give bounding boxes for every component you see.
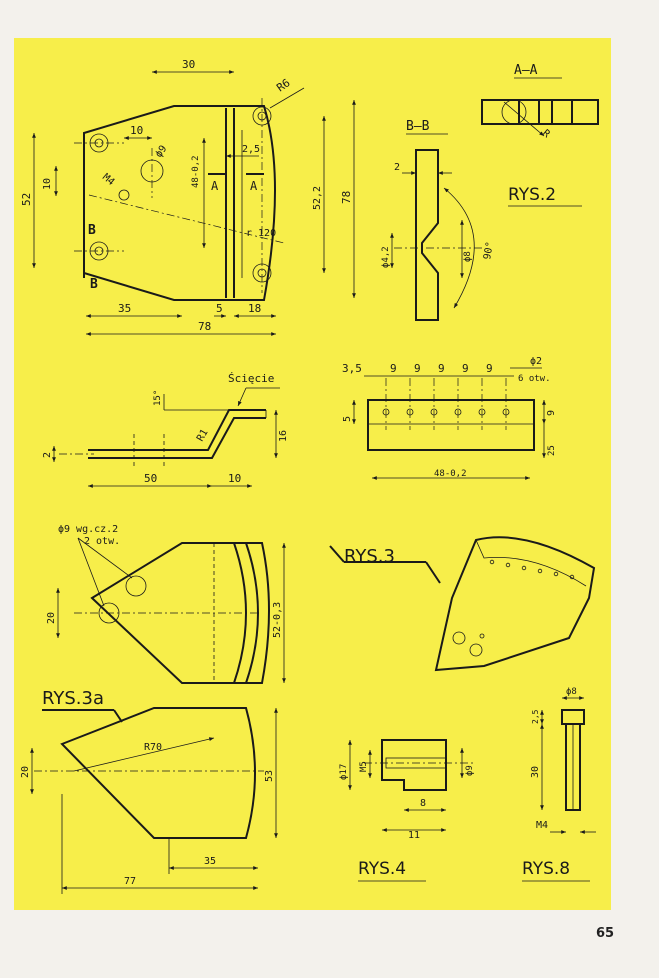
section-aa-view [481,77,599,137]
rys3a-view [30,707,278,894]
dim-2-5-rys8: 2,5 [531,709,540,724]
dim-10: 10 [130,124,143,137]
dim-pitch-5: 9 [486,362,493,375]
section-bb-title: B–B [406,119,430,134]
dim-15-deg: 15° [153,390,163,406]
dim-r: R [540,128,552,141]
dim-pitch-1: 9 [390,362,397,375]
dim-20-plan: 20 [46,612,57,624]
dim-52: 52 [20,193,33,206]
dim-16: 16 [278,430,289,442]
note-6-holes: 6 otw. [518,374,551,384]
section-aa-title: A–A [514,63,538,78]
rys2-label: RYS.2 [508,185,556,205]
dim-phi9-rys4: ϕ9 [465,765,475,776]
dim-r70: R70 [144,742,162,753]
dim-48: 48-0,2 [191,155,201,188]
iso-hole-5 [553,571,559,577]
iso-hole-3 [521,565,527,571]
dim-77: 77 [124,876,136,887]
rys2-plate-view [32,70,356,336]
dim-5-holes: 5 [342,416,353,422]
dim-25-holes: 25 [547,445,557,456]
dim-pitch-3: 9 [438,362,445,375]
rys4-view [348,739,474,832]
dim-8-rys4: 8 [420,798,426,809]
section-bb-view [390,133,484,321]
rys3-holes-view [352,367,546,480]
dim-10-bend: 10 [228,472,241,485]
label-sciecie: Ścięcie [228,372,274,385]
iso-hole-1 [489,559,495,565]
dim-m4-rys8: M4 [536,820,548,831]
dim-10-vertical: 10 [42,178,53,190]
technical-drawing: 30 R6 10 ϕ9 2,5 48-0,2 M4 10 52 52,2 78 … [20,58,599,894]
rys8-view [540,696,596,834]
rys3-isometric-view [434,536,596,672]
dim-52-plan: 52-0,3 [272,602,283,638]
section-a-right: A [250,179,258,193]
hole-row [382,378,510,430]
section-b-top: B [88,223,96,238]
dim-35: 35 [118,302,131,315]
note-phi9: ϕ9 wg.cz.2 [58,524,118,535]
dim-2-thick: 2 [42,452,53,458]
dim-3-5: 3,5 [342,362,362,375]
dim-30: 30 [182,58,195,71]
dim-78-vertical: 78 [340,191,353,204]
rys3-bend-view [52,387,280,488]
rys3-plan-view [56,537,286,684]
dim-20-3a: 20 [20,766,31,778]
drawing-sheet: 30 R6 10 ϕ9 2,5 48-0,2 M4 10 52 52,2 78 … [14,38,611,910]
dim-r1: R1 [195,428,211,444]
dim-2-5: 2,5 [242,144,260,155]
dim-2-bb: 2 [394,162,400,173]
dim-pitch-4: 9 [462,362,469,375]
dim-30-rys8: 30 [530,766,541,778]
section-b-bottom: B [90,277,98,292]
dim-r120: r 120 [246,228,276,239]
dim-9-holes: 9 [546,410,557,416]
dim-angle-90: 90° [482,241,496,261]
dim-50: 50 [144,472,157,485]
note-2-holes: 2 otw. [84,536,120,547]
page-number: 65 [596,926,615,941]
dim-pitch-2: 9 [414,362,421,375]
dim-phi2: ϕ2 [530,356,542,367]
section-a-left: A [211,179,219,193]
dim-phi4-2: ϕ4,2 [381,246,391,268]
dim-35-3a: 35 [204,856,216,867]
rys8-label: RYS.8 [522,859,570,879]
dim-48-holes: 48-0,2 [434,469,467,479]
dim-phi17: ϕ17 [339,764,349,780]
dim-phi8: ϕ8 [463,251,473,262]
dim-phi8-rys8: ϕ8 [566,687,577,697]
dim-m5: M5 [359,761,369,772]
dim-r6: R6 [274,76,292,94]
dim-m4: M4 [100,172,116,188]
dim-53: 53 [264,770,275,782]
iso-hole-row [489,559,575,580]
iso-hole-6 [569,574,575,580]
dim-phi9: ϕ9 [153,144,169,160]
rys4-label: RYS.4 [358,859,406,879]
dim-52-2: 52,2 [312,186,323,210]
rys3a-label: RYS.3a [42,688,104,709]
dim-5: 5 [216,302,223,315]
iso-hole-4 [537,568,543,574]
dim-11: 11 [408,830,420,841]
rys3-label: RYS.3 [344,546,395,567]
iso-hole-2 [505,562,511,568]
dim-78: 78 [198,320,211,333]
dim-18: 18 [248,302,261,315]
